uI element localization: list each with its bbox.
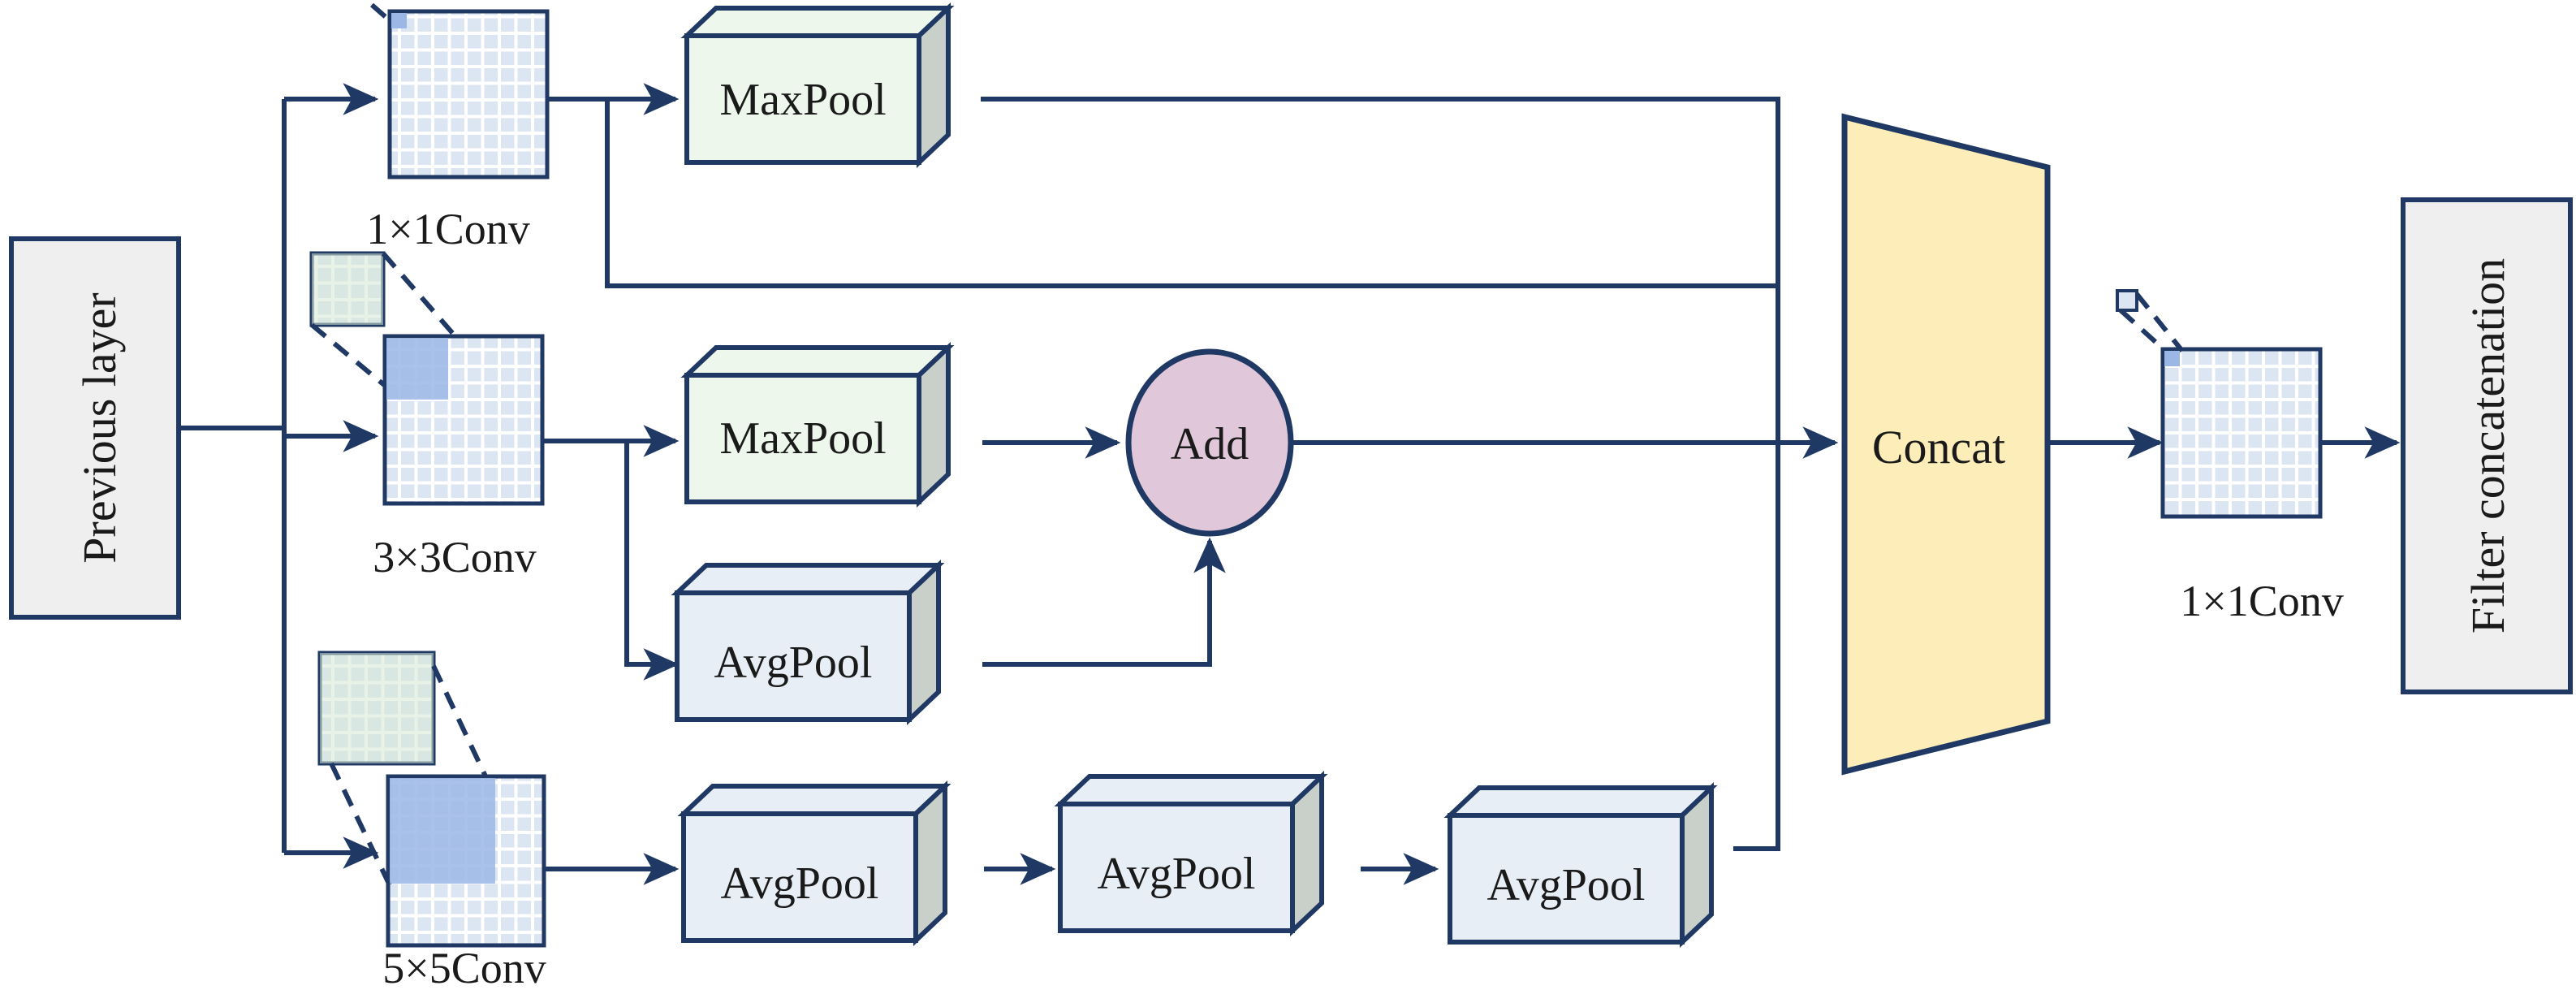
conv3-to-avgpool-arrow [624,441,680,681]
previous-layer-label: Previous layer [73,292,126,563]
conv-out-grid: 1×1Conv [2116,289,2344,625]
avgpool-bot-2-box: AvgPool [1054,771,1328,936]
previous-layer-box: Previous layer [9,236,181,620]
avgpool-mid-box: AvgPool [671,560,945,725]
maxpool-mid-label: MaxPool [719,413,886,464]
avgpool-bot-1-label: AvgPool [721,858,879,909]
conv1x1-grid: 1×1Conv [366,2,550,253]
conv5x5-grid: 5×5Conv [317,651,546,990]
maxpool-top-box: MaxPool [680,2,955,168]
avgpool-bot-3-box: AvgPool [1443,782,1718,948]
connections [179,83,2401,885]
avgpool-bot-1-box: AvgPool [677,780,951,946]
top-to-concat-line [981,97,1780,851]
maxpool-mid-box: MaxPool [680,342,955,508]
conv3x3-grid: 3×3Conv [309,251,545,581]
conv5x5-label: 5×5Conv [382,944,546,990]
maxpool-top-label: MaxPool [719,75,886,125]
conv3x3-label: 3×3Conv [373,533,536,581]
concat-node: Concat [1841,113,2051,776]
avgpool-bot-2-label: AvgPool [1098,849,1256,899]
avgpool-to-add-arrow [982,537,1226,667]
avgpool-bot-3-label: AvgPool [1487,860,1646,910]
add-node: Add [1125,348,1294,537]
concat-label: Concat [1872,421,2005,473]
conv1-skip-line [605,99,1778,288]
filter-concatenation-label: Filter concatenation [2462,258,2514,633]
conv1x1-label: 1×1Conv [366,205,529,253]
conv-out-label: 1×1Conv [2180,577,2343,625]
filter-concatenation-box: Filter concatenation [2401,197,2573,694]
avgpool-mid-label: AvgPool [714,638,873,688]
add-label: Add [1171,419,1249,469]
